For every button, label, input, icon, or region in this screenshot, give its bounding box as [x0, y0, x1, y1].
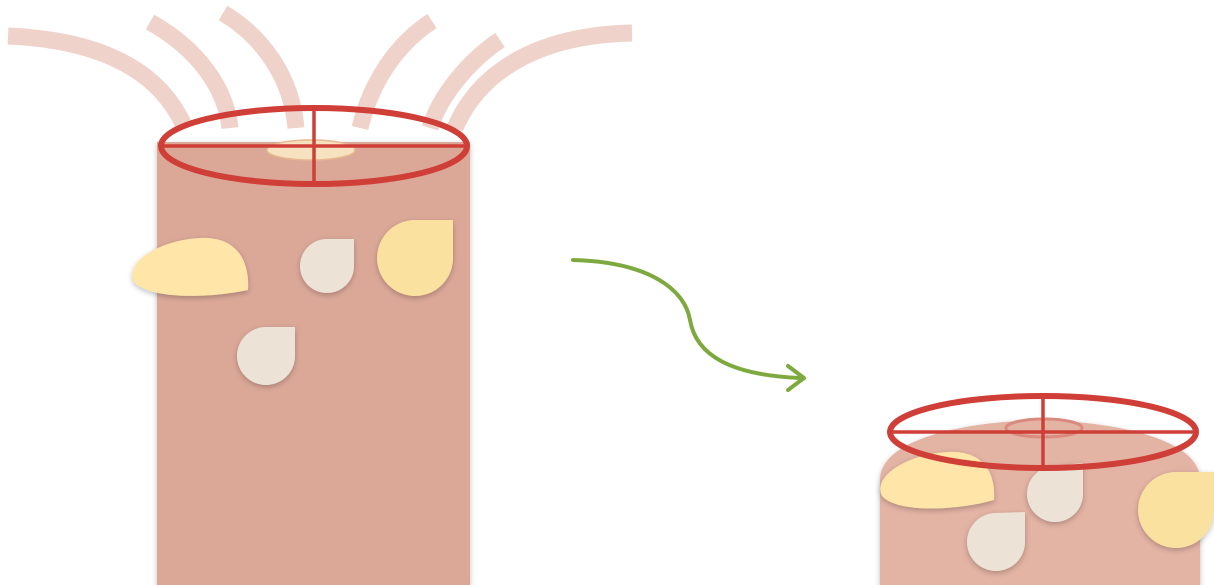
mouth-opening [266, 139, 356, 161]
pouches-contracted [880, 451, 1214, 571]
extended-polyp [7, 5, 633, 585]
yellow-pouch-right [377, 220, 453, 296]
contracted-polyp [880, 393, 1214, 585]
crosshair-ellipse-icon-contracted [887, 393, 1199, 471]
crosshair-ellipse-icon [158, 105, 470, 187]
tentacle-4 [351, 13, 437, 131]
pale-pouch-2-contracted [967, 512, 1025, 571]
tentacles [7, 5, 633, 132]
yellow-pouch-right-contracted [1138, 472, 1214, 548]
tentacle-3 [218, 5, 305, 129]
tentacle-2 [145, 14, 239, 130]
polyp-body [157, 142, 470, 585]
pale-pouch-2 [237, 327, 295, 385]
tentacle-5 [421, 32, 505, 131]
curved-arrow-icon [571, 258, 806, 392]
tentacle-6 [447, 24, 633, 132]
pouches [132, 220, 453, 385]
tentacle-1 [7, 27, 193, 132]
pale-pouch-1 [300, 239, 354, 293]
yellow-pouch-large [132, 237, 249, 296]
pale-pouch-1-contracted [1027, 463, 1083, 522]
